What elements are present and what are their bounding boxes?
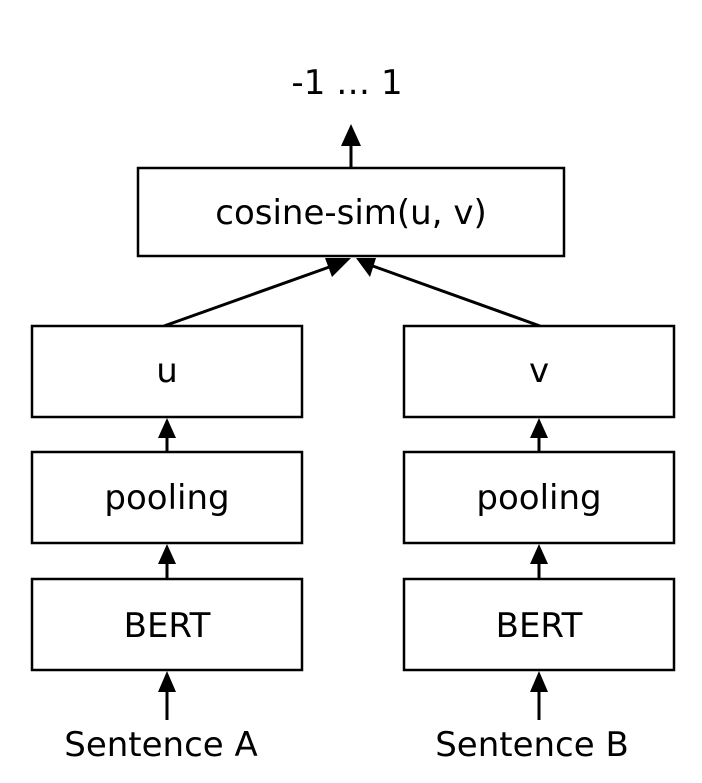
arrow-head-v xyxy=(530,418,548,438)
arrow-u-to-cosine xyxy=(163,263,336,328)
pooling-a-label: pooling xyxy=(104,478,229,518)
arrow-head-bert-b xyxy=(530,671,548,692)
cosine-sim-box xyxy=(136,166,566,258)
bert-b-box xyxy=(402,577,676,672)
embedding-v-box xyxy=(402,324,676,419)
arrow-v-to-cosine xyxy=(369,263,541,328)
sentence-b-label: Sentence B xyxy=(435,725,629,765)
sentence-a-label: Sentence A xyxy=(64,725,258,765)
arrow-head-pooling-a xyxy=(158,544,176,564)
bert-a-label: BERT xyxy=(124,606,211,646)
embedding-u-box xyxy=(30,324,304,419)
embedding-u-label: u xyxy=(156,351,178,391)
bert-b-label: BERT xyxy=(496,606,583,646)
bert-a-box xyxy=(30,577,304,672)
pooling-b-box xyxy=(402,450,676,545)
output-range-label: -1 … 1 xyxy=(291,63,402,103)
arrow-head-pooling-b xyxy=(530,544,548,564)
pooling-a-box xyxy=(30,450,304,545)
cosine-sim-label: cosine-sim(u, v) xyxy=(215,193,487,233)
arrow-head-bert-a xyxy=(158,671,176,692)
arrow-head-u-to-cosine xyxy=(325,258,351,277)
arrow-head-output xyxy=(341,124,361,146)
pooling-b-label: pooling xyxy=(476,478,601,518)
arrow-head-v-to-cosine xyxy=(356,258,376,277)
embedding-v-label: v xyxy=(529,351,549,391)
arrow-head-u xyxy=(158,418,176,438)
